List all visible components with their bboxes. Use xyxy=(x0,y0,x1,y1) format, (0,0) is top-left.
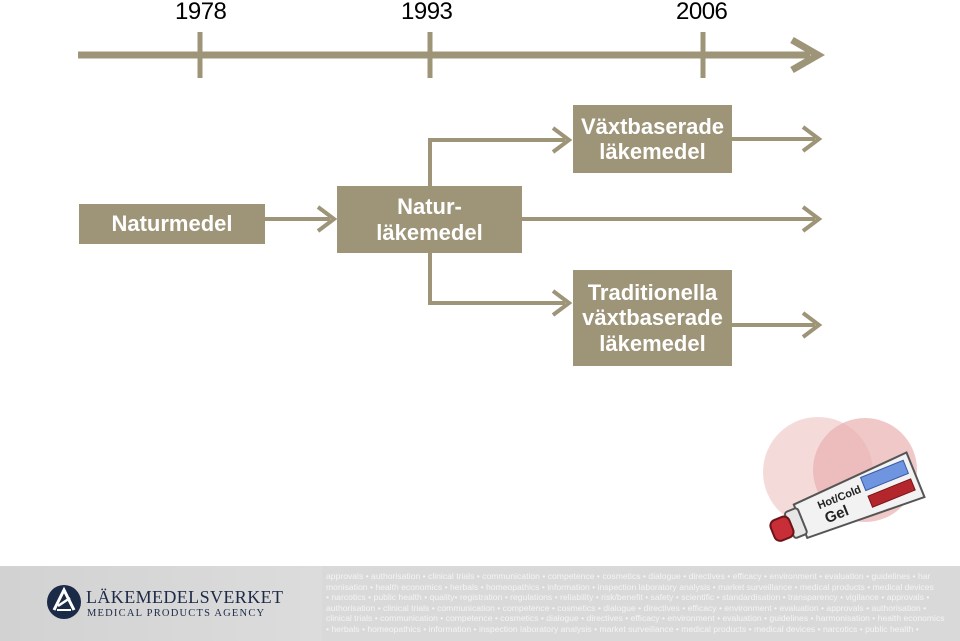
keyword-line: authorisation • clinical trials • commun… xyxy=(326,603,956,614)
keyword-line: approvals • authorisation • clinical tri… xyxy=(326,571,956,582)
box-traditionella-line-3: läkemedel xyxy=(599,331,705,356)
year-label-2006: 2006 xyxy=(676,0,727,26)
footer: LÄKEMEDELSVERKET MEDICAL PRODUCTS AGENCY… xyxy=(0,566,960,641)
box-naturlakemedel-line-1: Natur- xyxy=(397,194,462,219)
logo: LÄKEMEDELSVERKET MEDICAL PRODUCTS AGENCY xyxy=(0,566,322,641)
box-vaxtbaserade: Växtbaserade läkemedel xyxy=(573,105,732,173)
keyword-line: • narcotics • public health • quality• r… xyxy=(326,592,956,603)
keyword-line: monisation • health economics • herbals … xyxy=(326,582,956,593)
keyword-line: • herbals • homeopathics • information •… xyxy=(326,624,956,635)
box-vaxtbaserade-line-2: läkemedel xyxy=(599,139,705,164)
box-naturmedel: Naturmedel xyxy=(79,204,265,244)
box-naturlakemedel: Natur- läkemedel xyxy=(337,186,522,253)
box-traditionella: Traditionella växtbaserade läkemedel xyxy=(573,270,732,366)
keyword-line: clinical trials • communication • compet… xyxy=(326,613,956,624)
year-label-1978: 1978 xyxy=(175,0,226,26)
timeline-axis xyxy=(78,40,818,70)
year-label-1993: 1993 xyxy=(401,0,452,26)
agency-name: LÄKEMEDELSVERKET xyxy=(86,587,283,608)
box-naturmedel-line-1: Naturmedel xyxy=(111,211,232,236)
agency-logo-icon xyxy=(46,584,82,620)
gel-tube-illustration: Hot/Cold Gel xyxy=(763,417,924,555)
keyword-cloud: approvals • authorisation • clinical tri… xyxy=(326,571,956,639)
connector-naturmedel xyxy=(265,207,334,231)
box-vaxtbaserade-line-1: Växtbaserade xyxy=(581,114,724,139)
box-traditionella-line-1: Traditionella xyxy=(588,280,718,305)
box-traditionella-line-2: växtbaserade xyxy=(582,305,723,330)
agency-subtitle: MEDICAL PRODUCTS AGENCY xyxy=(87,608,265,619)
box-naturlakemedel-line-2: läkemedel xyxy=(376,220,482,245)
